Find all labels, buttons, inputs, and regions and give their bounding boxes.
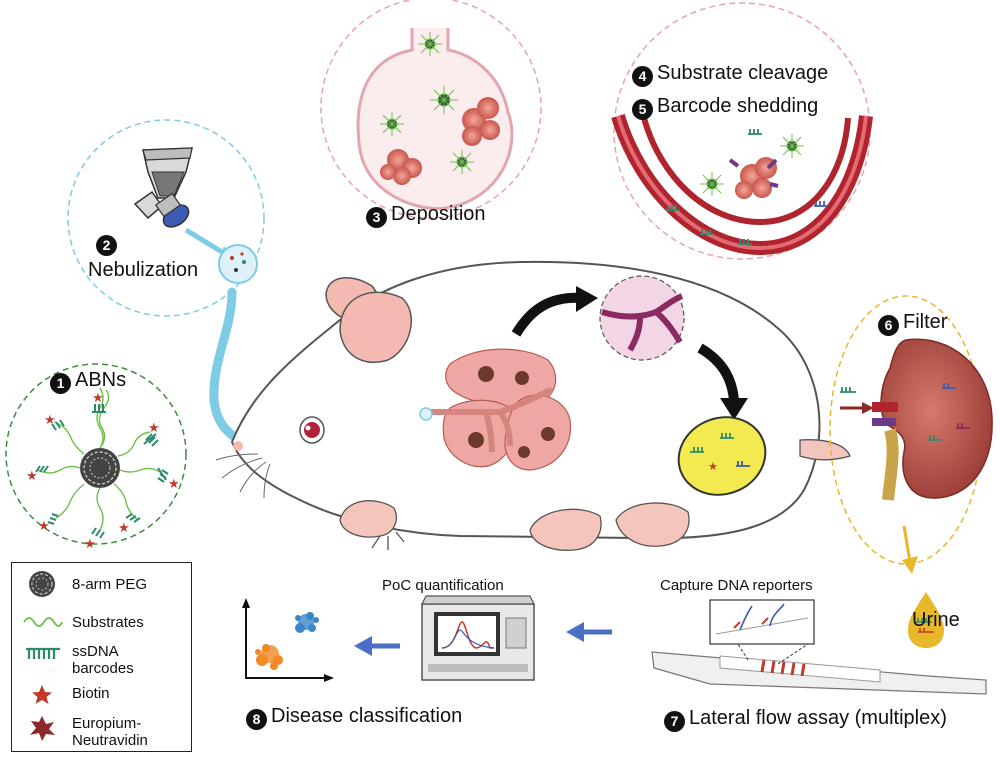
- step-6-text: Filter: [903, 311, 948, 333]
- legend-europium-line1: Europium-: [72, 715, 142, 732]
- nebulization-panel: [67, 119, 265, 317]
- capture-label: Capture DNA reporters: [660, 577, 813, 594]
- alveolus-abns: [380, 32, 474, 174]
- legend-peg-text: 8-arm PEG: [72, 576, 148, 593]
- svg-text:★: ★: [38, 519, 50, 534]
- svg-text:★: ★: [708, 460, 718, 473]
- europium-neutravidin-icon: [30, 716, 55, 741]
- step-8-text: Disease classification: [271, 705, 463, 727]
- nebulizer-device: [133, 147, 193, 228]
- aerosol-droplet: [218, 244, 258, 284]
- legend-ssdna-text: ssDNA barcodes: [72, 643, 134, 677]
- step-7-number: 7: [664, 711, 685, 732]
- mouse-ear-front: [339, 291, 412, 363]
- cluster-blue: [295, 612, 319, 633]
- alveolus-tumors: [380, 97, 500, 185]
- abn-panel: ★ ★ ★ ★ ★ ★ ★ ★: [5, 363, 187, 552]
- abn-particle: [80, 387, 120, 488]
- legend-substrates-text: Substrates: [72, 614, 144, 631]
- poc-label: PoC quantification: [382, 577, 504, 594]
- abn-arms: [37, 389, 161, 531]
- svg-text:★: ★: [84, 537, 96, 552]
- step-5-text: Barcode shedding: [657, 95, 819, 117]
- abn-barcodes: [35, 404, 169, 539]
- step-4-text: Substrate cleavage: [657, 62, 829, 84]
- mouse-lungs: [419, 348, 572, 471]
- step-6-number: 6: [878, 315, 899, 336]
- vessel-panel: [611, 2, 873, 260]
- mouse-nose: [233, 441, 243, 451]
- vessel-tumor: [728, 157, 779, 199]
- mouse: ★: [215, 260, 851, 551]
- shed-barcodes: [666, 129, 828, 245]
- step-3-number: 3: [366, 207, 387, 228]
- circulation-arrow-2: [697, 343, 739, 401]
- biotin-star-icon: [32, 685, 52, 704]
- poc-instrument: [421, 595, 535, 681]
- mouse-feet: [339, 439, 851, 551]
- vessel-abns: [700, 134, 804, 196]
- step-4-number: 4: [632, 66, 653, 87]
- kidney-panel: [829, 295, 993, 648]
- svg-text:★: ★: [26, 469, 38, 484]
- cluster-orange: [255, 644, 283, 670]
- legend: 8-arm PEG Substrates ssDNA barcodes Biot…: [11, 562, 192, 752]
- step-8-number: 8: [246, 709, 267, 730]
- strip-zoom-inset: [709, 599, 815, 645]
- classification-plot: [242, 598, 334, 682]
- barcode-icon: [26, 647, 60, 659]
- legend-ssdna-line1: ssDNA: [72, 643, 119, 660]
- step-2-text: Nebulization: [88, 259, 199, 281]
- svg-text:★: ★: [92, 391, 104, 406]
- step-7-text: Lateral flow assay (multiplex): [689, 707, 947, 729]
- legend-europium-line2: Neutravidin: [72, 732, 148, 749]
- step-3-text: Deposition: [391, 203, 486, 225]
- inhalation-arrow: [209, 287, 251, 449]
- lateral-flow-strip: [651, 599, 987, 695]
- svg-text:★: ★: [118, 521, 130, 536]
- step-2-number: 2: [96, 235, 117, 256]
- step-1-number: 1: [50, 373, 71, 394]
- legend-europium-text: Europium- Neutravidin: [72, 715, 148, 749]
- deposition-panel: [320, 0, 542, 219]
- vessel-inset: [599, 275, 685, 361]
- mouse-whiskers: [215, 453, 271, 499]
- step-5-number: 5: [632, 99, 653, 120]
- circulation-arrow-1: [511, 292, 585, 337]
- legend-biotin-text: Biotin: [72, 685, 110, 702]
- svg-text:★: ★: [148, 421, 160, 436]
- svg-text:★: ★: [44, 413, 56, 428]
- abn-biotins: ★ ★ ★ ★ ★ ★ ★ ★: [26, 391, 180, 552]
- step-2-number-wrap: 2: [96, 232, 121, 256]
- substrate-icon: [23, 617, 63, 627]
- urine-label: Urine: [912, 609, 960, 631]
- step-1-text: ABNs: [75, 369, 127, 391]
- legend-ssdna-line2: barcodes: [72, 660, 134, 677]
- mouse-bladder: ★: [677, 416, 767, 496]
- peg-icon: [29, 571, 55, 597]
- svg-text:★: ★: [168, 477, 180, 492]
